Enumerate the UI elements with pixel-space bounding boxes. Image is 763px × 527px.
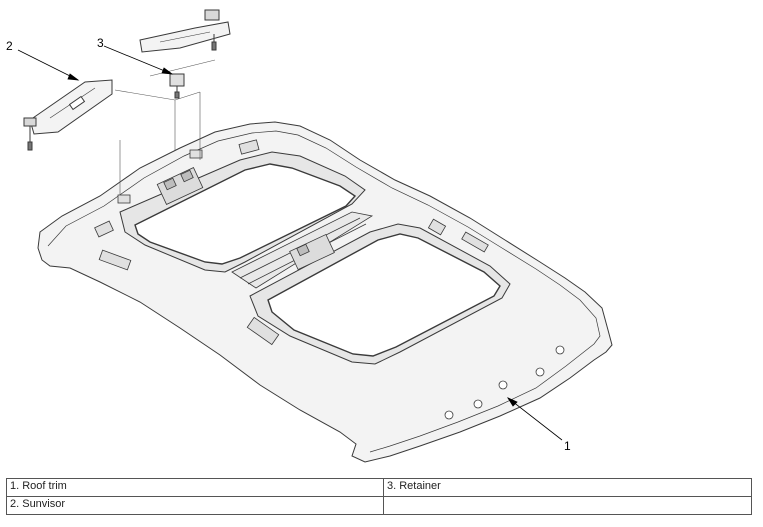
legend-item-empty bbox=[383, 496, 752, 515]
legend-row: 2. Sunvisor bbox=[6, 496, 752, 515]
legend-row: 1. Roof trim 3. Retainer bbox=[6, 478, 752, 497]
console-details bbox=[156, 167, 335, 271]
roof-trim-exploded-diagram: 1 2 3 bbox=[6, 9, 613, 463]
rear-edge-clips bbox=[444, 345, 565, 420]
assembly-guide-lines bbox=[114, 59, 216, 195]
perimeter-clips bbox=[94, 139, 489, 346]
callout-3: 3 bbox=[97, 36, 104, 50]
legend-item-sunvisor: 2. Sunvisor bbox=[6, 496, 384, 515]
front-sunroof-opening bbox=[119, 151, 366, 273]
legend-item-roof-trim: 1. Roof trim bbox=[6, 478, 384, 497]
retainer bbox=[169, 73, 185, 99]
sunvisor-right bbox=[139, 9, 231, 53]
legend-item-retainer: 3. Retainer bbox=[383, 478, 752, 497]
callout-2: 2 bbox=[6, 39, 13, 53]
parts-legend-table: 1. Roof trim 3. Retainer 2. Sunvisor bbox=[6, 478, 752, 515]
leader-lines bbox=[17, 45, 563, 441]
callout-1: 1 bbox=[564, 439, 571, 453]
sunvisor-left bbox=[23, 79, 113, 151]
rear-sunroof-opening bbox=[249, 223, 511, 365]
